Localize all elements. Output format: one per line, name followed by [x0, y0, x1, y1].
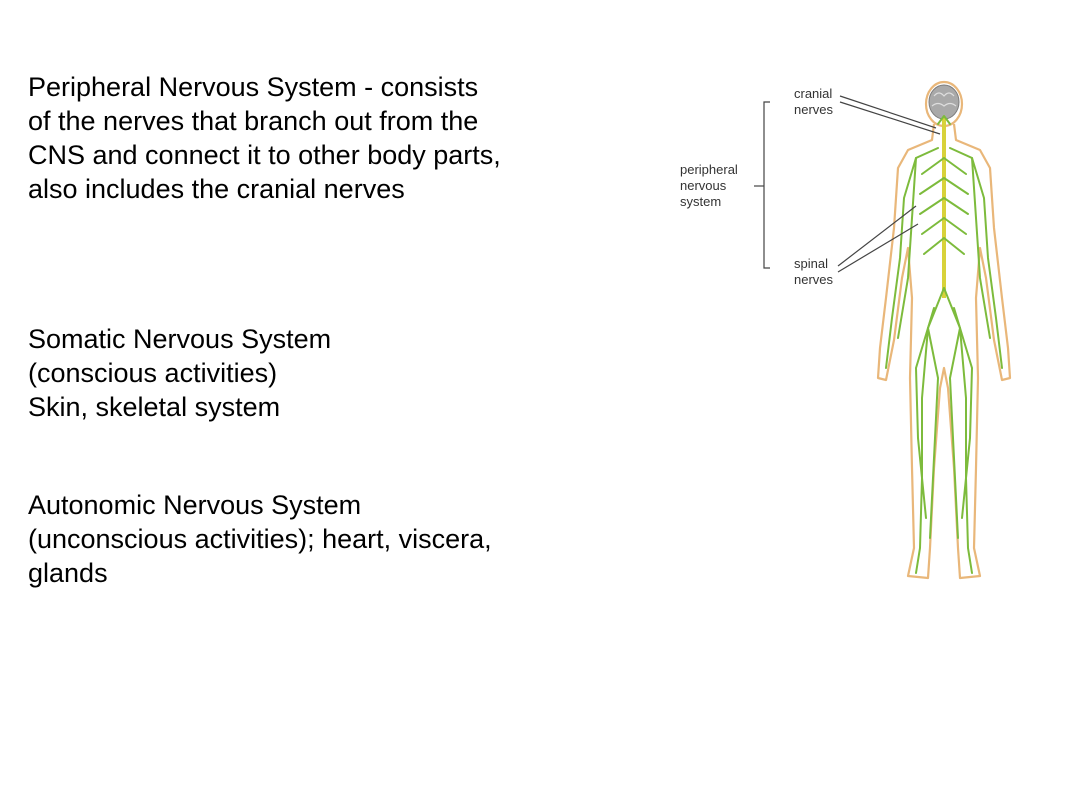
- pns-description: Peripheral Nervous System - consists of …: [28, 72, 501, 204]
- label-spinal-2: nerves: [794, 272, 834, 287]
- somatic-description: Somatic Nervous System (conscious activi…: [28, 324, 332, 422]
- label-peripheral-3: system: [680, 194, 721, 209]
- label-peripheral-2: nervous: [680, 178, 727, 193]
- brain: [928, 84, 960, 120]
- label-cranial-1: cranial: [794, 86, 832, 101]
- diagram-labels: peripheral nervous system cranial nerves…: [680, 86, 834, 287]
- autonomic-description: Autonomic Nervous System (unconscious ac…: [28, 490, 492, 588]
- label-cranial-2: nerves: [794, 102, 834, 117]
- nerve-network: [885, 115, 1003, 574]
- label-peripheral-1: peripheral: [680, 162, 738, 177]
- leader-lines: [754, 95, 941, 273]
- label-spinal-1: spinal: [794, 256, 828, 271]
- nervous-system-diagram: peripheral nervous system cranial nerves…: [672, 78, 1054, 598]
- nervous-system-svg: peripheral nervous system cranial nerves…: [680, 80, 1012, 580]
